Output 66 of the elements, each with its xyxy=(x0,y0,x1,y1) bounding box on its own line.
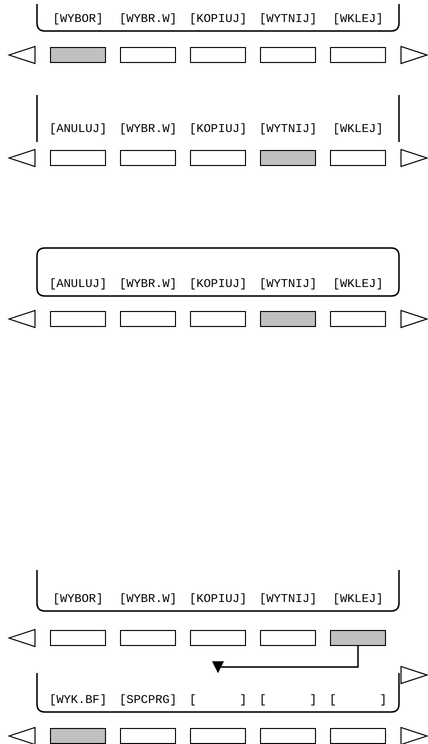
softkey-label: [ ] xyxy=(329,693,387,707)
softkey xyxy=(50,150,106,166)
left-triangle-key xyxy=(8,46,36,64)
softkey xyxy=(260,311,316,327)
softkey xyxy=(330,630,386,646)
softkey xyxy=(330,728,386,744)
softkey xyxy=(330,47,386,63)
softkey-label: [WYTNIJ] xyxy=(259,12,317,26)
softkey-label: [ ] xyxy=(189,693,247,707)
softkey-label: [WKLEJ] xyxy=(332,122,384,136)
softkey-display xyxy=(36,95,400,142)
softkey-display xyxy=(36,247,400,297)
softkey xyxy=(120,47,176,63)
softkey-display xyxy=(36,673,400,713)
right-triangle-key xyxy=(400,727,428,744)
softkey-label: [WKLEJ] xyxy=(332,277,384,291)
softkey-label: [WYBOR] xyxy=(52,12,104,26)
softkey-label: [WYBOR] xyxy=(52,592,104,606)
softkey xyxy=(260,728,316,744)
softkey-label: [WYTNIJ] xyxy=(259,122,317,136)
softkey xyxy=(190,47,246,63)
softkey-label: [ ] xyxy=(259,693,317,707)
softkey xyxy=(120,630,176,646)
softkey-label: [WKLEJ] xyxy=(332,592,384,606)
softkey xyxy=(330,311,386,327)
softkey-label: [WYTNIJ] xyxy=(259,592,317,606)
softkey xyxy=(50,311,106,327)
softkey-label: [KOPIUJ] xyxy=(189,592,247,606)
arrow xyxy=(212,646,359,674)
softkey xyxy=(120,728,176,744)
softkey-label: [WYBR.W] xyxy=(119,277,177,291)
right-triangle-key xyxy=(400,149,428,167)
softkey xyxy=(50,728,106,744)
softkey xyxy=(190,728,246,744)
softkey xyxy=(260,630,316,646)
softkey xyxy=(50,47,106,63)
right-triangle-key xyxy=(400,46,428,64)
softkey-label: [WYK.BF] xyxy=(49,693,107,707)
left-triangle-key xyxy=(8,727,36,744)
softkey-label: [KOPIUJ] xyxy=(189,277,247,291)
left-triangle-key xyxy=(8,310,36,328)
softkey xyxy=(50,630,106,646)
softkey xyxy=(190,311,246,327)
softkey xyxy=(190,150,246,166)
left-triangle-key xyxy=(8,149,36,167)
softkey-display xyxy=(36,4,400,32)
softkey xyxy=(190,630,246,646)
softkey-label: [SPCPRG] xyxy=(119,693,177,707)
softkey-label: [WYBR.W] xyxy=(119,592,177,606)
softkey-label: [ANULUJ] xyxy=(49,277,107,291)
right-triangle-key xyxy=(400,310,428,328)
softkey-display xyxy=(36,570,400,612)
softkey-label: [WKLEJ] xyxy=(332,12,384,26)
softkey-label: [WYTNIJ] xyxy=(259,277,317,291)
softkey-label: [WYBR.W] xyxy=(119,122,177,136)
softkey-label: [KOPIUJ] xyxy=(189,122,247,136)
softkey xyxy=(260,47,316,63)
softkey xyxy=(120,311,176,327)
softkey xyxy=(260,150,316,166)
softkey xyxy=(120,150,176,166)
softkey xyxy=(330,150,386,166)
right-triangle-key xyxy=(400,666,428,684)
softkey-label: [KOPIUJ] xyxy=(189,12,247,26)
left-triangle-key xyxy=(8,629,36,647)
softkey-label: [WYBR.W] xyxy=(119,12,177,26)
softkey-label: [ANULUJ] xyxy=(49,122,107,136)
